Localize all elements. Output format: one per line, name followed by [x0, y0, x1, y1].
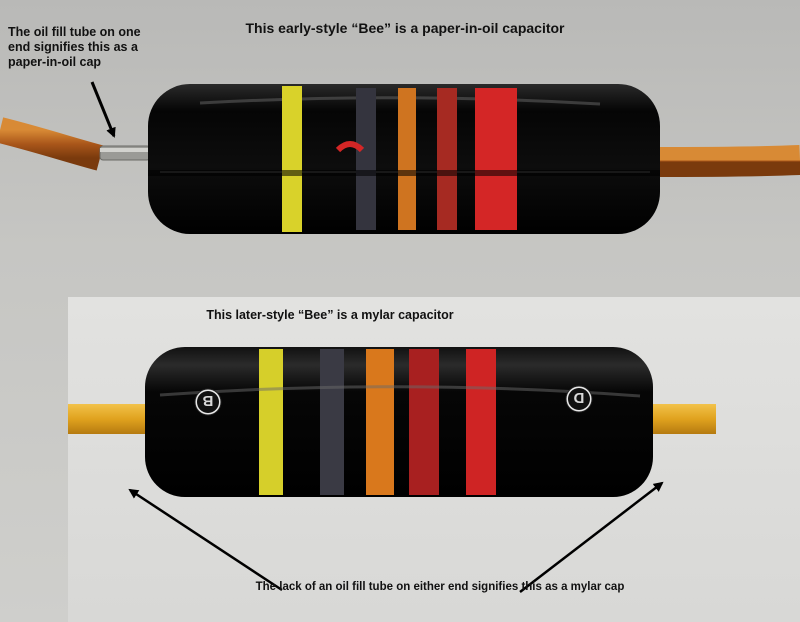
- bottom-capacitor-body: [145, 347, 653, 497]
- top-note: The oil fill tube on one end signifies t…: [8, 25, 141, 69]
- band-orange: [398, 88, 416, 230]
- top-left-lead: [0, 117, 104, 171]
- bottom-title: This later-style “Bee” is a mylar capaci…: [206, 308, 454, 322]
- bottom-right-arrow: [519, 481, 664, 593]
- bottom-capacitor: B D: [68, 347, 716, 497]
- band-orange: [366, 349, 394, 495]
- band-red-dark: [409, 349, 439, 495]
- band-yellow: [259, 349, 283, 495]
- band-violet: [356, 88, 376, 230]
- d-marking-letter: D: [573, 389, 584, 406]
- d-marking: D: [565, 385, 593, 413]
- top-capacitor: [0, 84, 800, 234]
- top-note-arrow: [90, 81, 116, 138]
- b-marking: B: [194, 388, 222, 416]
- band-red-dark: [437, 88, 457, 230]
- b-marking-letter: B: [202, 392, 213, 409]
- top-title: This early-style “Bee” is a paper-in-oil…: [245, 20, 565, 36]
- band-yellow: [282, 86, 302, 232]
- bottom-left-lead: [68, 404, 153, 434]
- band-violet: [320, 349, 344, 495]
- band-red: [466, 349, 496, 495]
- band-red: [475, 88, 517, 230]
- bottom-note: The lack of an oil fill tube on either e…: [255, 581, 625, 593]
- top-right-lead: [649, 145, 800, 177]
- bottom-left-arrow: [128, 488, 283, 592]
